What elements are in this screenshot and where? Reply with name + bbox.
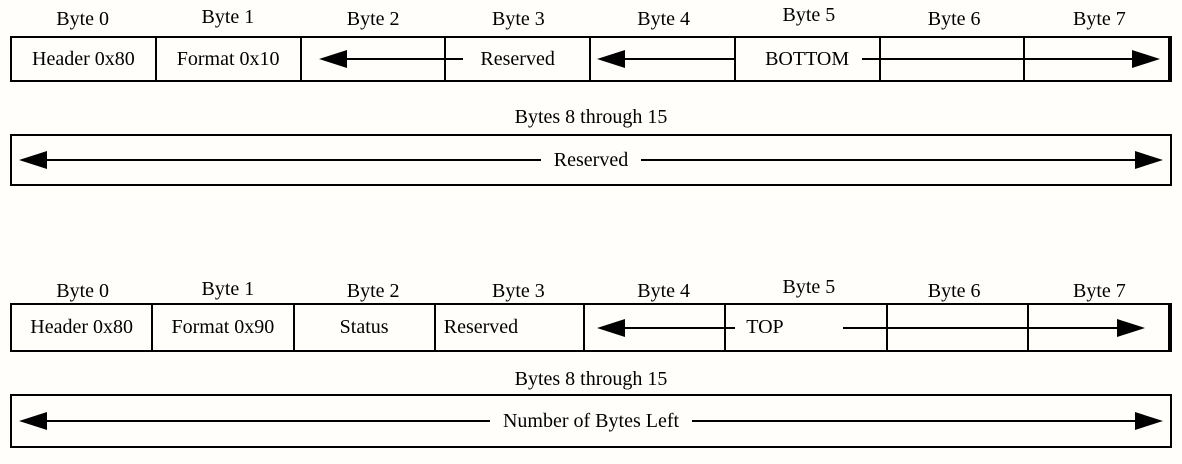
cell-label: Header 0x80: [30, 316, 133, 338]
arrow-left-icon: [19, 151, 47, 169]
field-extent-line: [862, 58, 1132, 60]
byte-header: Byte 3: [491, 280, 545, 302]
byte0-cell: Header 0x80: [12, 38, 157, 80]
byte7-cell: [1025, 38, 1170, 80]
byte2-cell: Status: [295, 305, 436, 350]
byte3-cell: Reserved: [436, 305, 585, 350]
byte1-cell: Format 0x90: [153, 305, 295, 350]
byte1-cell: Format 0x10: [157, 38, 302, 80]
arrow-left-icon: [319, 50, 347, 68]
byte-header: Byte 1: [201, 278, 255, 300]
field-extent-line: [843, 326, 1117, 329]
arrow-left-icon: [19, 412, 47, 430]
field-extent-line: [617, 326, 735, 329]
bytes-8-15-label: Bytes 8 through 15: [514, 368, 668, 390]
arrow-right-icon: [1117, 318, 1145, 337]
cell-label: TOP: [746, 316, 784, 338]
byte-header: Byte 0: [56, 8, 110, 30]
field-extent-line: [641, 159, 1136, 161]
cell-label: Format 0x10: [176, 47, 280, 70]
byte-header: Byte 2: [346, 8, 400, 30]
arrow-left-icon: [597, 50, 625, 68]
byte-header: Byte 1: [201, 6, 255, 28]
bytes-8-15-label: Bytes 8 through 15: [514, 106, 668, 128]
byte-header: Byte 5: [782, 276, 836, 298]
format-0x90-byte-row: Header 0x80 Format 0x90 Status Reserved …: [10, 303, 1172, 352]
byte-header: Byte 6: [927, 280, 981, 302]
byte0-cell: Header 0x80: [12, 305, 154, 350]
byte5-cell: BOTTOM: [736, 38, 881, 80]
byte-header: Byte 7: [1072, 8, 1126, 30]
cell-label: Status: [339, 316, 389, 338]
byte-header: Byte 3: [491, 8, 545, 30]
field-extent-line: [692, 420, 1136, 422]
byte-header: Byte 4: [637, 8, 691, 30]
bytes-8-15-reserved-box: Reserved: [10, 134, 1172, 186]
arrow-right-icon: [1132, 50, 1160, 68]
byte7-cell: [1029, 305, 1170, 350]
bytes-8-15-number-box: Number of Bytes Left: [10, 394, 1172, 448]
arrow-right-icon: [1135, 151, 1164, 169]
byte-header: Byte 6: [927, 8, 981, 30]
arrow-left-icon: [597, 318, 625, 337]
format-0x10-byte-headers: Byte 0 Byte 1 Byte 2 Byte 3 Byte 4 Byte …: [10, 4, 1172, 32]
field-label: Number of Bytes Left: [502, 409, 680, 432]
byte-header: Byte 4: [637, 280, 691, 302]
byte-header: Byte 0: [56, 280, 110, 302]
field-extent-line: [617, 58, 735, 60]
field-extent-line: [337, 58, 463, 60]
cell-label: Format 0x90: [171, 316, 275, 338]
format-0x90-byte-headers: Byte 0 Byte 1 Byte 2 Byte 3 Byte 4 Byte …: [10, 276, 1172, 304]
field-extent-line: [47, 420, 490, 422]
byte-header: Byte 7: [1072, 280, 1126, 302]
field-extent-line: [47, 159, 541, 161]
format-0x10-byte-row: Header 0x80 Format 0x10 Reserved BOTTOM: [10, 36, 1172, 82]
byte-header: Byte 5: [782, 4, 836, 26]
cell-label: BOTTOM: [765, 47, 850, 70]
cell-label: Header 0x80: [32, 47, 135, 70]
byte3-cell: Reserved: [446, 38, 591, 80]
field-label: Reserved: [553, 148, 629, 171]
arrow-right-icon: [1135, 412, 1164, 430]
byte-header: Byte 2: [346, 280, 400, 302]
cell-label: Reserved: [443, 316, 519, 338]
cell-label: Reserved: [480, 47, 555, 70]
